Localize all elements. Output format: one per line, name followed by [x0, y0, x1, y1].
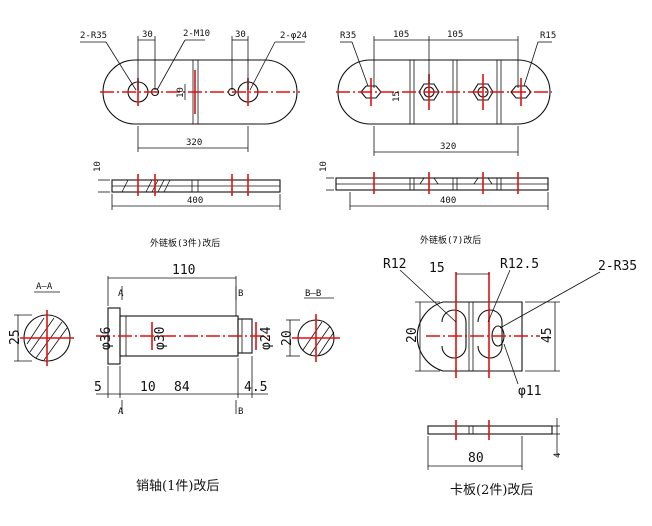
callout-r15: R15 — [540, 31, 556, 41]
dim-phi24: φ24 — [259, 326, 274, 350]
dim-5: 5 — [94, 380, 102, 395]
dim-10-thickness: 10 — [93, 161, 103, 172]
dim-400-b: 400 — [440, 196, 456, 206]
outer-plate-7-side-view — [326, 172, 549, 210]
section-label-b-b: B—B — [305, 289, 321, 299]
caption-outer-plate-7: 外链板(7)改后 — [420, 234, 481, 246]
dim-4: 4 — [553, 453, 563, 458]
pin-shaft-views — [14, 276, 340, 414]
caption-outer-plate-3: 外链板(3件)改后 — [150, 237, 220, 249]
outer-plate-3-top-view — [80, 36, 305, 152]
dim-84: 84 — [174, 380, 190, 395]
callout-2-r35-b: 2-R35 — [598, 259, 637, 274]
dim-4-5: 4.5 — [244, 380, 267, 395]
dim-10-height: 10 — [176, 87, 186, 98]
callout-2-r35: 2-R35 — [80, 31, 107, 41]
dim-15-slot: 15 — [429, 261, 445, 276]
callout-phi11: φ11 — [518, 384, 541, 399]
dim-105-right: 105 — [447, 30, 463, 40]
dim-320: 320 — [186, 138, 202, 148]
callout-r12: R12 — [383, 257, 406, 272]
section-label-a-a: A—A — [36, 282, 53, 292]
section-mark-a-top: A — [118, 289, 124, 299]
caption-clamp-plate: 卡板(2件)改后 — [450, 483, 533, 498]
caption-pin-shaft: 销轴(1件)改后 — [136, 479, 219, 494]
outer-plate-3-side-view — [98, 174, 281, 210]
callout-2-m10: 2-M10 — [183, 29, 210, 39]
dim-phi36: φ36 — [99, 327, 114, 350]
callout-2-phi24: 2-φ24 — [280, 31, 307, 41]
dim-45: 45 — [540, 327, 555, 343]
dim-80: 80 — [468, 451, 484, 466]
dim-15-height: 15 — [392, 91, 402, 102]
dim-110: 110 — [172, 263, 195, 278]
dim-phi30: φ30 — [153, 327, 168, 350]
dim-10-thickness-b: 10 — [319, 161, 329, 172]
clamp-plate-views — [399, 269, 601, 470]
dim-30-right: 30 — [235, 30, 246, 40]
outer-plate-7-top-view — [336, 36, 552, 156]
dim-20-bb: 20 — [280, 330, 295, 346]
dim-400: 400 — [187, 196, 203, 206]
section-mark-a-bottom: A — [118, 407, 124, 417]
dim-10: 10 — [140, 380, 156, 395]
dim-30-left: 30 — [142, 30, 153, 40]
dim-25: 25 — [8, 329, 23, 345]
callout-r12-5: R12.5 — [500, 257, 539, 272]
section-mark-b-bottom: B — [238, 407, 243, 417]
callout-r35: R35 — [340, 31, 356, 41]
dim-105-left: 105 — [393, 30, 409, 40]
section-mark-b-top: B — [238, 289, 243, 299]
dim-320-b: 320 — [440, 142, 456, 152]
dim-20-clamp: 20 — [405, 327, 420, 343]
